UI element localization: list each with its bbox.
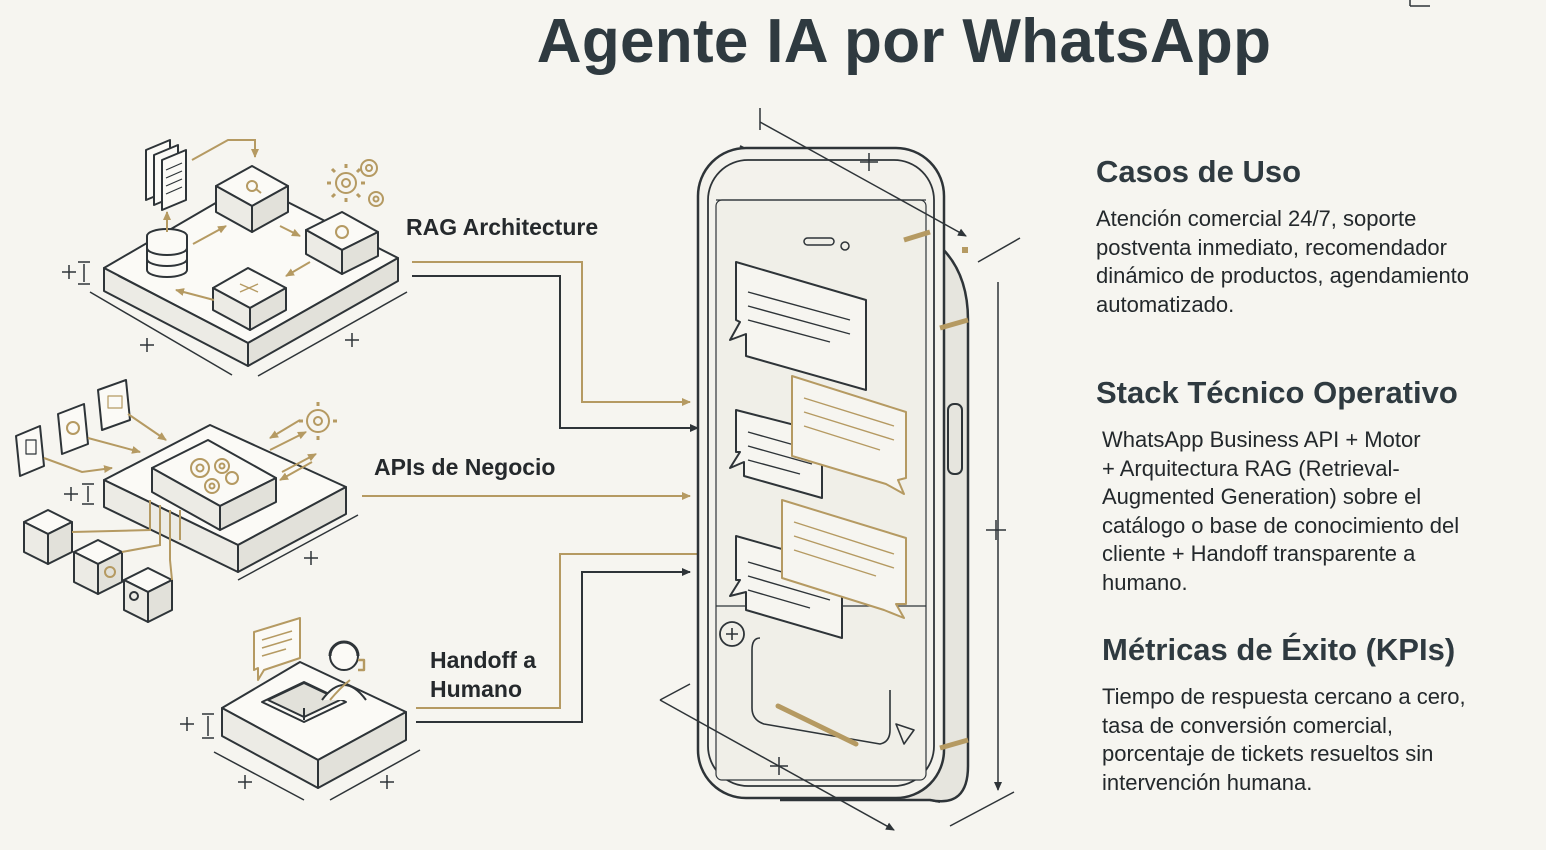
smartphone-illustration bbox=[696, 145, 970, 803]
database-icon bbox=[146, 228, 188, 278]
rag-platform-illustration bbox=[103, 139, 399, 367]
documents-icon bbox=[145, 139, 187, 211]
rag-card-search bbox=[212, 267, 287, 331]
flow-label-handoff-a-humano: Handoff a Humano bbox=[430, 647, 537, 702]
rag-internal-arrows bbox=[163, 139, 311, 301]
api-dimension-marks bbox=[64, 483, 359, 581]
section-title-stack-tecnico: Stack Técnico Operativo bbox=[1096, 375, 1458, 410]
section-title-metricas-de-exito: Métricas de Éxito (KPIs) bbox=[1102, 632, 1456, 667]
api-platform-illustration bbox=[15, 379, 347, 623]
calendar-tile-icon bbox=[97, 379, 131, 431]
agent-headset-icon bbox=[321, 640, 367, 701]
flow-label-rag-architecture: RAG Architecture bbox=[406, 214, 599, 240]
rag-card-discovery bbox=[215, 165, 289, 233]
connector-handoff bbox=[416, 550, 727, 723]
settings-gear-icon bbox=[299, 402, 337, 440]
cloud-tile-icon bbox=[57, 403, 89, 455]
flow-label-apis-de-negocio: APIs de Negocio bbox=[374, 454, 556, 480]
message-input-bar bbox=[719, 621, 915, 747]
handoff-platform-illustration bbox=[221, 617, 407, 789]
section-body-casos-de-uso: Atención comercial 24/7, soporte postven… bbox=[1096, 206, 1470, 317]
chat-message-outgoing-2 bbox=[781, 499, 907, 619]
chat-message-outgoing-1 bbox=[791, 375, 907, 495]
chat-bubble-icon bbox=[253, 617, 301, 681]
gears-icon bbox=[190, 458, 239, 494]
crm-cube bbox=[23, 509, 73, 565]
rag-card-vectorstore bbox=[305, 211, 379, 275]
section-body-stack-tecnico: WhatsApp Business API + Motor + Arquitec… bbox=[1102, 427, 1460, 595]
api-internal-arrows bbox=[43, 413, 317, 581]
file-tile-icon bbox=[15, 425, 45, 477]
section-body-metricas-de-exito: Tiempo de respuesta cercano a cero, tasa… bbox=[1102, 684, 1466, 795]
gears-icon bbox=[327, 159, 384, 207]
section-title-casos-de-uso: Casos de Uso bbox=[1096, 154, 1302, 189]
handoff-dimension-marks bbox=[180, 713, 421, 801]
phone-dimension-marks bbox=[659, 0, 1430, 831]
page-title: Agente IA por WhatsApp bbox=[536, 7, 1272, 76]
connector-rag bbox=[412, 261, 699, 432]
rag-dimension-marks bbox=[62, 261, 408, 377]
erp-cube bbox=[73, 539, 123, 595]
chat-message-incoming-1 bbox=[729, 261, 867, 391]
computer-monitor-icon bbox=[261, 681, 347, 723]
users-cube bbox=[123, 567, 173, 623]
